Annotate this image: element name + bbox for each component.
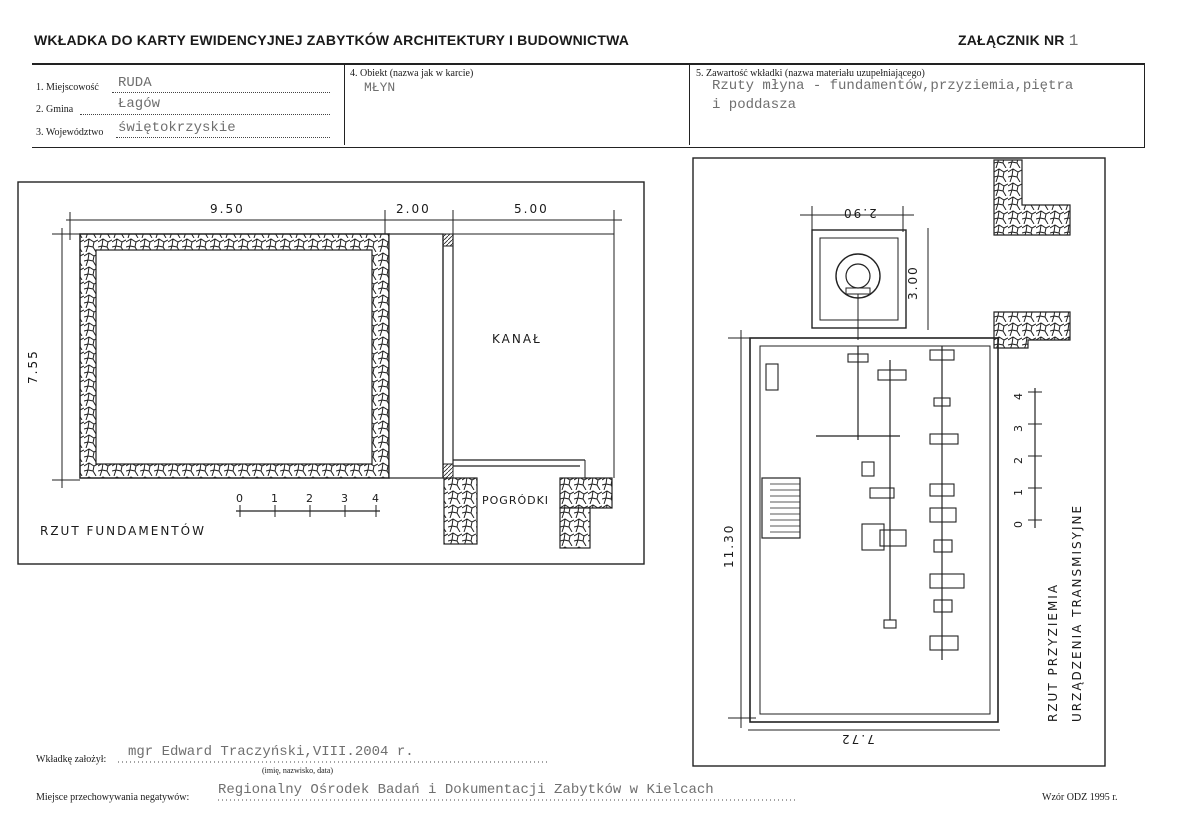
wheel-room-inner — [819, 237, 899, 321]
scale-tick-label: 1 — [271, 492, 280, 505]
millstone-base — [845, 287, 871, 295]
annex-label: ZAŁĄCZNIK NR 1 — [958, 32, 1079, 50]
garden-label: POGRÓDKI — [482, 494, 550, 507]
commune-label: 2. Gmina — [36, 104, 74, 115]
object-value: MŁYN — [364, 80, 396, 95]
locality-label: 1. Miejscowość — [36, 82, 99, 93]
right-sheet-frame — [692, 157, 1106, 767]
locality-value: RUDA — [118, 75, 152, 91]
foundation-interior — [95, 249, 373, 465]
left-plan-caption: RZUT FUNDAMENTÓW — [40, 524, 206, 538]
wheel-room — [811, 229, 907, 329]
made-by-label: Wkładkę założył: — [36, 754, 107, 765]
dimension-label: 5.00 — [514, 202, 549, 216]
millstone — [835, 253, 881, 299]
hatched-block — [442, 233, 454, 247]
corner-wall — [993, 311, 1071, 349]
right-plan-caption-line1: RZUT PRZYZIEMIA — [1046, 582, 1060, 722]
form-title: WKŁADKA DO KARTY EWIDENCYJNEJ ZABYTKÓW A… — [34, 32, 630, 48]
ground-floor-inner — [759, 345, 991, 715]
garden-pier — [559, 477, 613, 509]
contents-value-line2: i poddasza — [712, 97, 797, 113]
form-version: Wzór ODZ 1995 r. — [1042, 792, 1118, 803]
scale-tick-label: 4 — [1012, 391, 1025, 400]
scale-tick-label: 2 — [1012, 455, 1025, 464]
dimension-label: 11.30 — [722, 523, 736, 568]
dimension-label: 7.55 — [26, 349, 40, 384]
annex-label-text: ZAŁĄCZNIK NR — [958, 32, 1065, 48]
dotted-line — [80, 114, 330, 115]
dimension-label: 7.72 — [840, 732, 875, 746]
right-plan-caption-line2: URZĄDZENIA TRANSMISYJNE — [1070, 503, 1084, 722]
divider — [344, 63, 345, 145]
hatched-block — [442, 463, 454, 479]
contents-label: 5. Zawartość wkładki (nazwa materiału uz… — [696, 68, 925, 79]
storage-label: Miejsce przechowywania negatywów: — [36, 792, 190, 803]
garden-pier — [443, 477, 478, 545]
dimension-label: 2.00 — [396, 202, 431, 216]
scale-tick-label: 4 — [372, 492, 381, 505]
annex-number: 1 — [1068, 32, 1079, 50]
commune-value: Łagów — [118, 96, 161, 112]
dotted-line — [116, 137, 330, 138]
room-label: KANAŁ — [492, 332, 542, 346]
voivodeship-label: 3. Województwo — [36, 127, 104, 138]
fields-box — [32, 63, 1145, 148]
dotted-line — [112, 92, 330, 93]
garden-pier — [559, 507, 591, 549]
scale-tick-label: 3 — [341, 492, 350, 505]
storage-value: Regionalny Ośrodek Badań i Dokumentacji … — [218, 782, 714, 798]
millstone-inner — [845, 263, 871, 289]
dimension-label: 9.50 — [210, 202, 245, 216]
corner-wall — [993, 159, 1071, 236]
scale-tick-label: 2 — [306, 492, 315, 505]
contents-value-line1: Rzuty młyna - fundamentów,przyziemia,pię… — [712, 78, 1074, 94]
middle-strip — [388, 233, 444, 479]
object-label: 4. Obiekt (nazwa jak w karcie) — [350, 68, 474, 79]
dimension-label: 2.90 — [842, 206, 877, 220]
scale-tick-label: 0 — [236, 492, 245, 505]
scale-tick-label: 0 — [1012, 519, 1025, 528]
ground-floor-wall — [749, 337, 999, 723]
divider — [689, 63, 690, 145]
voivodeship-value: świętokrzyskie — [118, 120, 236, 136]
dimension-label: 3.00 — [906, 265, 920, 300]
made-by-hint: (imię, nazwisko, data) — [262, 766, 334, 775]
left-sheet-frame — [17, 181, 645, 565]
scale-tick-label: 1 — [1012, 487, 1025, 496]
scale-tick-label: 3 — [1012, 423, 1025, 432]
made-by-value: mgr Edward Traczyński,VIII.2004 r. — [128, 744, 414, 760]
